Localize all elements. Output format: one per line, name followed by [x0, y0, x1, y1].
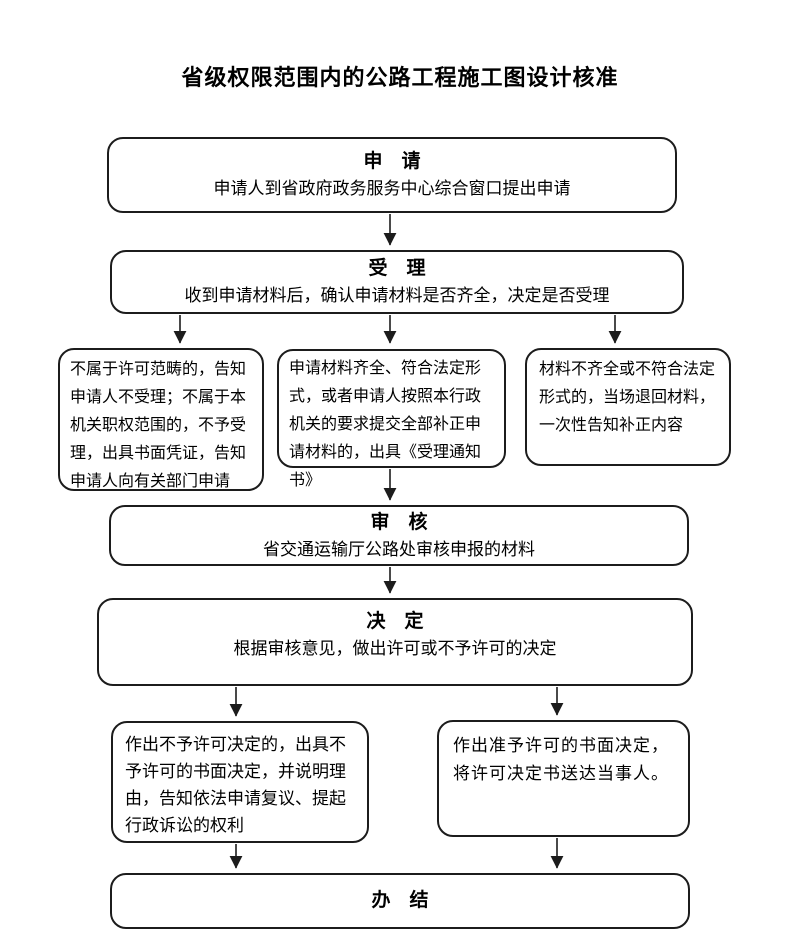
- node-branch-not-accepted: 不属于许可范畴的，告知申请人不受理；不属于本机关职权范围的，不予受理，出具书面凭…: [58, 348, 264, 491]
- node-complete: 办 结: [110, 873, 690, 929]
- node-deny-decision: 作出不予许可决定的，出具不予许可的书面决定，并说明理由，告知依法申请复议、提起行…: [111, 721, 369, 843]
- node-apply: 申 请 申请人到省政府政务服务中心综合窗口提出申请: [107, 137, 677, 213]
- node-review: 审 核 省交通运输厅公路处审核申报的材料: [109, 505, 689, 566]
- node-accept-subtitle: 收到申请材料后，确认申请材料是否齐全，决定是否受理: [184, 286, 610, 305]
- node-decision-title: 决 定: [366, 611, 424, 632]
- page-title: 省级权限范围内的公路工程施工图设计核准: [181, 65, 619, 90]
- node-review-subtitle: 省交通运输厅公路处审核申报的材料: [263, 539, 535, 559]
- node-grant-decision: 作出准予许可的书面决定，将许可决定书送达当事人。: [437, 720, 690, 837]
- node-grant-decision-text: 作出准予许可的书面决定，将许可决定书送达当事人。: [453, 736, 669, 783]
- node-review-title: 审 核: [370, 511, 428, 533]
- node-branch-accepted: 申请材料齐全、符合法定形式，或者申请人按照本行政机关的要求提交全部补正申请材料的…: [277, 349, 506, 489]
- node-complete-title: 办 结: [371, 890, 429, 911]
- node-decision: 决 定 根据审核意见，做出许可或不予许可的决定: [97, 598, 693, 686]
- node-apply-subtitle: 申请人到省政府政务服务中心综合窗口提出申请: [213, 179, 571, 198]
- node-apply-title: 申 请: [363, 151, 421, 172]
- node-decision-subtitle: 根据审核意见，做出许可或不予许可的决定: [233, 639, 557, 658]
- node-branch-accepted-text: 申请材料齐全、符合法定形式，或者申请人按照本行政机关的要求提交全部补正申请材料的…: [289, 360, 482, 489]
- node-accept: 受 理 收到申请材料后，确认申请材料是否齐全，决定是否受理: [110, 250, 684, 314]
- node-branch-incomplete-text: 材料不齐全或不符合法定形式的，当场退回材料，一次性告知补正内容: [539, 361, 716, 434]
- node-branch-not-accepted-text: 不属于许可范畴的，告知申请人不受理；不属于本机关职权范围的，不予受理，出具书面凭…: [70, 361, 247, 490]
- node-accept-title: 受 理: [368, 258, 426, 279]
- node-deny-decision-text: 作出不予许可决定的，出具不予许可的书面决定，并说明理由，告知依法申请复议、提起行…: [125, 735, 346, 835]
- node-branch-incomplete: 材料不齐全或不符合法定形式的，当场退回材料，一次性告知补正内容: [525, 348, 731, 466]
